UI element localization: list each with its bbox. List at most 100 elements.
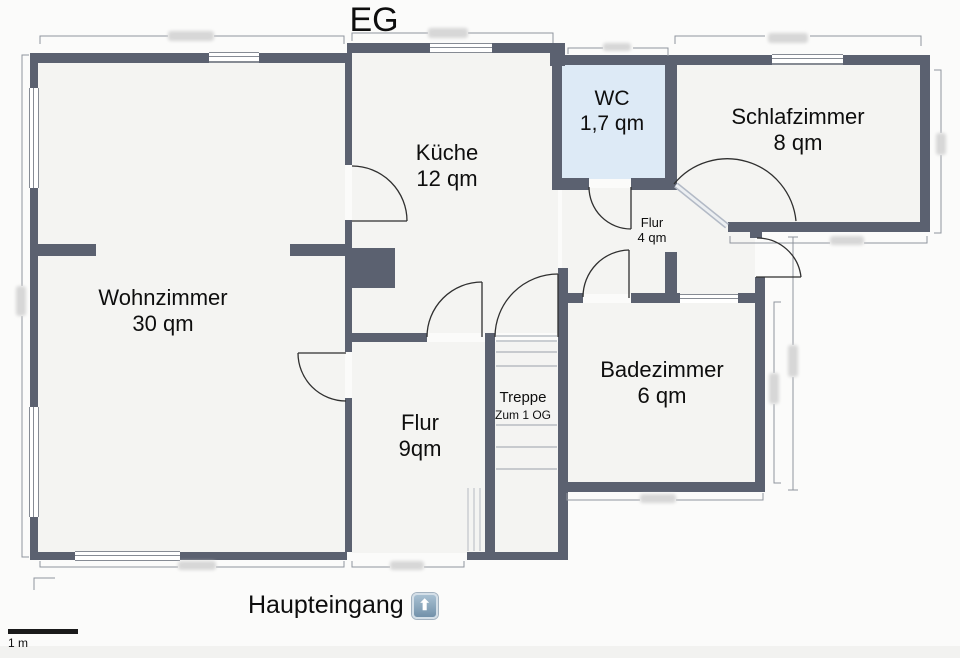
room-area: 4 qm <box>637 230 667 246</box>
window-wohnzimmer-bottom <box>75 551 180 561</box>
dim-top-wc <box>567 47 669 56</box>
wall-schlafzimmer-right <box>920 55 930 232</box>
dim-bottom-wohnzimmer <box>39 561 345 568</box>
wall-wc-bottom-2 <box>631 178 677 190</box>
room-area: 9qm <box>398 435 442 461</box>
wall-center-seg3 <box>345 288 352 352</box>
wall-badezimmer-top-3 <box>738 293 765 303</box>
stairs-name: Treppe <box>499 389 547 406</box>
room-name: WC <box>594 87 630 110</box>
doors <box>297 158 802 402</box>
door-arc-kueche <box>351 165 408 222</box>
stair-treads <box>496 335 557 470</box>
wall-wc-left <box>552 55 562 190</box>
dim-right-badezimmer-outer <box>788 236 798 491</box>
wall-schlafzimmer-bottom <box>728 222 930 232</box>
dim-top-kueche <box>351 32 554 43</box>
dim-bottom-badezimmer <box>566 493 764 501</box>
dim-corner-bottom-left <box>33 577 55 590</box>
entrance-text: Haupteingang <box>248 591 404 619</box>
room-label-wc: WC 1,7 qm <box>566 87 658 137</box>
door-arc-badezimmer <box>582 249 630 298</box>
wall-top-wohnzimmer <box>30 53 347 63</box>
window-badezimmer-pass <box>680 294 738 303</box>
wall-left <box>30 53 38 560</box>
door-arc-wc <box>588 186 632 230</box>
wall-exit-stub-top <box>750 222 762 238</box>
door-arc-flur <box>426 281 483 338</box>
window-wohnzimmer-top <box>209 52 259 63</box>
wall-wc-bottom-1 <box>552 178 589 190</box>
room-area: 6 qm <box>637 382 687 408</box>
window-left-upper <box>29 88 39 188</box>
wall-treppe-right <box>558 268 568 560</box>
wall-chimney <box>345 248 395 288</box>
door-arc-wohnzimmer <box>297 352 347 402</box>
door-arc-schlafzimmer <box>673 158 797 222</box>
floor-wohnzimmer <box>38 63 345 552</box>
dim-bottom-schlafzimmer <box>729 236 928 244</box>
dim-left <box>21 54 29 558</box>
floor-badezimmer <box>568 303 755 483</box>
scale-bar <box>8 629 78 634</box>
window-schlafzimmer-top <box>772 54 843 65</box>
room-name: Wohnzimmer <box>98 285 228 310</box>
door-arc-treppe <box>494 273 559 338</box>
wall-center-seg1 <box>345 53 352 165</box>
room-label-wohnzimmer: Wohnzimmer 30 qm <box>58 285 268 337</box>
room-label-badezimmer: Badezimmer 6 qm <box>562 357 762 409</box>
up-arrow-icon: ⬆ <box>411 592 438 619</box>
floor-schlafzimmer <box>677 65 920 223</box>
wall-top-schlafzimmer <box>552 55 930 65</box>
wall-kueche-bottom <box>345 333 427 342</box>
dim-entrance <box>351 561 465 568</box>
dimension-value-blurs <box>16 28 946 570</box>
floor-wc <box>562 65 665 179</box>
room-area: 30 qm <box>132 310 194 336</box>
window-kueche-top <box>430 43 492 53</box>
dim-top-schlafzimmer <box>674 35 922 46</box>
dimension-lines <box>21 32 942 590</box>
room-name: Schlafzimmer <box>731 104 865 129</box>
wall-badezimmer-bottom <box>558 482 765 492</box>
wall-badezimmer-stub <box>665 252 677 303</box>
stairs-note: Zum 1 OG <box>494 407 551 422</box>
main-entrance-label: Haupteingang ⬆ <box>248 591 448 621</box>
window-left-lower <box>29 407 39 517</box>
wall-bottom-wohnzimmer <box>30 552 347 560</box>
entrance-sidelight <box>467 488 481 551</box>
room-label-kueche: Küche 12 qm <box>378 140 516 192</box>
room-label-flur-9qm: Flur 9qm <box>370 410 470 462</box>
room-name: Küche <box>415 140 479 165</box>
room-area: 1,7 qm <box>579 111 645 135</box>
scale-bar-label: 1 m <box>8 636 29 650</box>
room-label-schlafzimmer: Schlafzimmer 8 qm <box>698 104 898 156</box>
room-name: Flur <box>401 410 439 435</box>
dim-right-badezimmer-inner <box>773 301 781 484</box>
wall-center-seg4 <box>345 398 352 552</box>
room-area: 8 qm <box>773 129 823 155</box>
dim-top-wohnzimmer <box>39 35 345 44</box>
bottom-shade <box>0 646 960 658</box>
wall-treppe-left <box>485 333 495 560</box>
schlafzimmer-door-leaf <box>674 182 729 229</box>
wall-center-seg2 <box>345 220 352 252</box>
room-area: 12 qm <box>416 165 478 191</box>
wall-treppe-bottom <box>467 552 568 560</box>
wall-stub-left <box>38 244 96 256</box>
wall-badezimmer-top-2 <box>631 293 680 303</box>
wall-badezimmer-top-1 <box>558 293 583 303</box>
wall-badezimmer-right <box>755 293 765 492</box>
room-label-treppe: Treppe Zum 1 OG <box>485 389 561 422</box>
door-arc-exit <box>756 237 802 278</box>
dim-right-schlafzimmer <box>934 69 942 234</box>
floor-title: EG <box>349 1 399 39</box>
wall-exit-stub-bottom <box>755 277 765 297</box>
floor-flur-9qm <box>352 342 485 553</box>
room-label-flur-4qm: Flur 4 qm <box>622 215 682 246</box>
room-name: Badezimmer <box>600 357 724 382</box>
room-name: Flur <box>640 215 664 230</box>
wall-stub-right <box>290 244 347 256</box>
